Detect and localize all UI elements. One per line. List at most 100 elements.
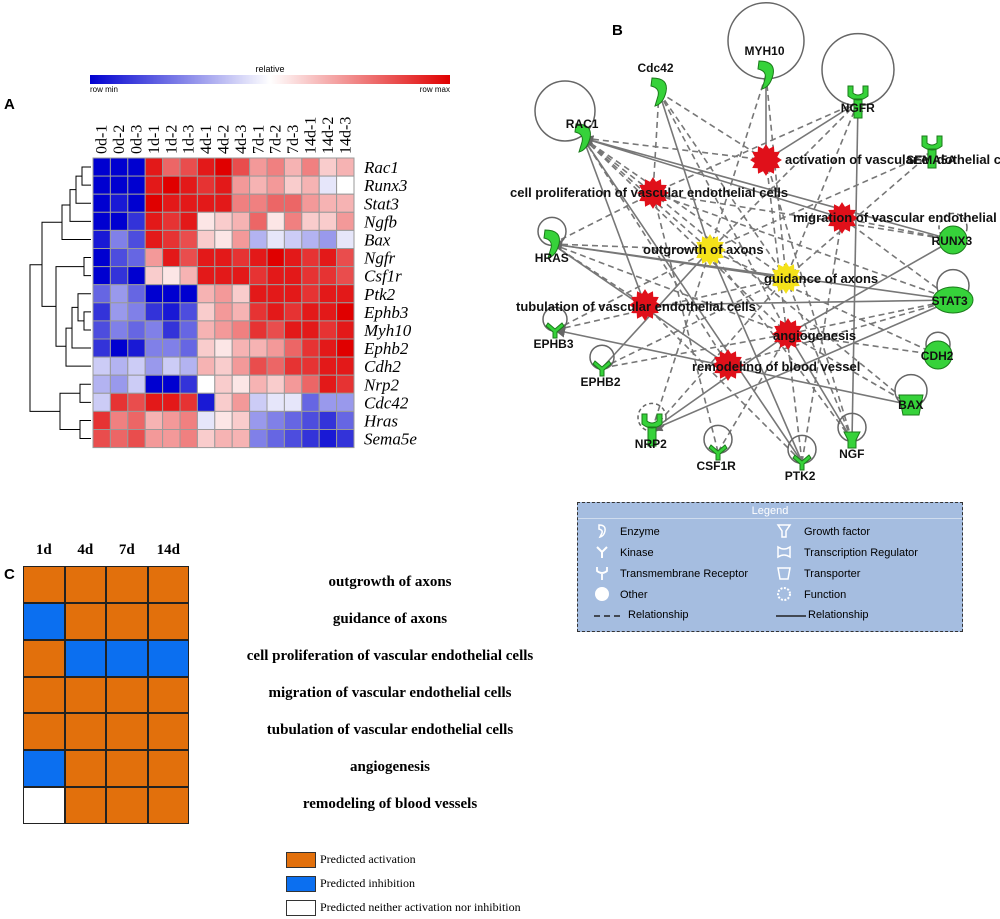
heatmap-column-label: 4d-1	[198, 125, 215, 154]
heatmap-cell	[318, 392, 338, 412]
activation-cell	[106, 713, 148, 751]
heatmap-cell	[301, 410, 320, 430]
heatmap-cell	[109, 356, 129, 376]
heatmap-cell	[92, 338, 111, 358]
heatmap-column-label: 1d-2	[163, 125, 180, 154]
heatmap-cell	[127, 248, 146, 268]
heatmap-cell	[214, 374, 233, 394]
heatmap-cell	[231, 175, 251, 195]
heatmap-row-label: Sema5e	[364, 430, 417, 449]
heatmap-column-label: 0d-1	[94, 125, 111, 154]
heatmap-cell	[266, 211, 285, 231]
heatmap-cell	[179, 392, 198, 412]
transmembrane-receptor-icon	[596, 567, 608, 580]
heatmap-cell	[283, 338, 303, 358]
heatmap-cell	[301, 229, 320, 249]
heatmap-cell	[214, 392, 233, 412]
heatmap-cell	[336, 302, 355, 322]
heatmap-cell	[336, 392, 355, 412]
gene-node: STAT3	[932, 286, 974, 314]
panel-a-letter: A	[4, 96, 15, 113]
activation-cell	[23, 713, 65, 751]
heatmap-cell	[109, 175, 129, 195]
heatmap-cell	[214, 302, 233, 322]
heatmap-cell	[179, 410, 198, 430]
heatmap-cell	[109, 392, 129, 412]
heatmap-cell	[283, 320, 303, 340]
heatmap-cell	[249, 157, 268, 177]
panel-c-letter: C	[4, 566, 15, 583]
heatmap-cell	[214, 211, 233, 231]
heatmap-cell	[127, 266, 146, 286]
heatmap-cell	[214, 157, 233, 177]
kinase-icon	[596, 546, 608, 558]
heatmap-cell	[318, 266, 338, 286]
activation-cell	[23, 750, 65, 788]
heatmap-cell	[196, 157, 216, 177]
activation-row-label: outgrowth of axons	[328, 574, 452, 591]
heatmap-cell	[162, 175, 181, 195]
heatmap-cell	[92, 211, 111, 231]
function-node: activation of vascular endothelial cells	[750, 144, 1000, 176]
heatmap-column-label: 0d-3	[129, 125, 146, 154]
heatmap-cell	[266, 320, 285, 340]
gene-node: Cdc42	[638, 61, 674, 107]
heatmap-cell	[162, 374, 181, 394]
heatmap-cell	[266, 157, 285, 177]
activation-cell	[23, 787, 65, 824]
heatmap-cell	[266, 374, 285, 394]
heatmap-cell	[92, 320, 111, 340]
heatmap-cell	[336, 338, 355, 358]
activation-cell	[106, 639, 148, 677]
heatmap-cell	[318, 320, 338, 340]
heatmap-column-label: 14d-2	[320, 117, 337, 154]
heatmap-cell	[127, 320, 146, 340]
heatmap-row-label: Nrp2	[363, 375, 399, 394]
heatmap-cell	[162, 392, 181, 412]
heatmap-cell	[266, 284, 285, 304]
gene-label: MYH10	[745, 44, 785, 58]
heatmap-cell	[283, 374, 303, 394]
activation-cell	[106, 566, 148, 603]
heatmap-cell	[249, 356, 268, 376]
function-label: tubulation of vascular endothelial cells	[516, 299, 756, 314]
heatmap-cell	[266, 266, 285, 286]
heatmap-cell	[214, 320, 233, 340]
heatmap-cell	[336, 374, 355, 394]
heatmap-cell	[214, 410, 233, 430]
heatmap-cell	[127, 392, 146, 412]
heatmap-cell	[301, 338, 320, 358]
activation-cell	[23, 602, 65, 640]
heatmap-row-label: Rac1	[363, 158, 399, 177]
heatmap-cell	[162, 157, 181, 177]
network-diagram: activation of vascular endothelial cells…	[510, 2, 1000, 483]
activation-cell	[147, 602, 189, 640]
gene-node: MYH10	[745, 44, 785, 90]
heatmap-cell	[318, 374, 338, 394]
gene-label: Cdc42	[638, 61, 674, 75]
heatmap-cell	[92, 392, 111, 412]
heatmap-cell	[336, 248, 355, 268]
gene-node: BAX	[898, 394, 924, 416]
activation-swatch	[286, 852, 316, 868]
heatmap-column-label: 4d-2	[216, 125, 233, 154]
heatmap-cell	[231, 284, 251, 304]
heatmap-cell	[283, 157, 303, 177]
heatmap-cell	[283, 429, 303, 449]
other-icon	[595, 587, 609, 601]
heatmap-cell	[144, 229, 164, 249]
gene-label: PTK2	[785, 469, 816, 483]
heatmap-cell	[92, 229, 111, 249]
heatmap-cell	[127, 157, 146, 177]
heatmap-cell	[162, 410, 181, 430]
heatmap-cell	[249, 229, 268, 249]
activation-cell	[64, 787, 106, 824]
gene-label: EPHB2	[581, 375, 621, 389]
activation-row-label: remodeling of blood vessels	[302, 795, 478, 812]
activation-cell	[64, 750, 106, 788]
gene-label: BAX	[898, 398, 923, 412]
heatmap-cell	[336, 157, 355, 177]
gene-node: PTK2	[785, 454, 816, 483]
heatmap-cell	[162, 266, 181, 286]
